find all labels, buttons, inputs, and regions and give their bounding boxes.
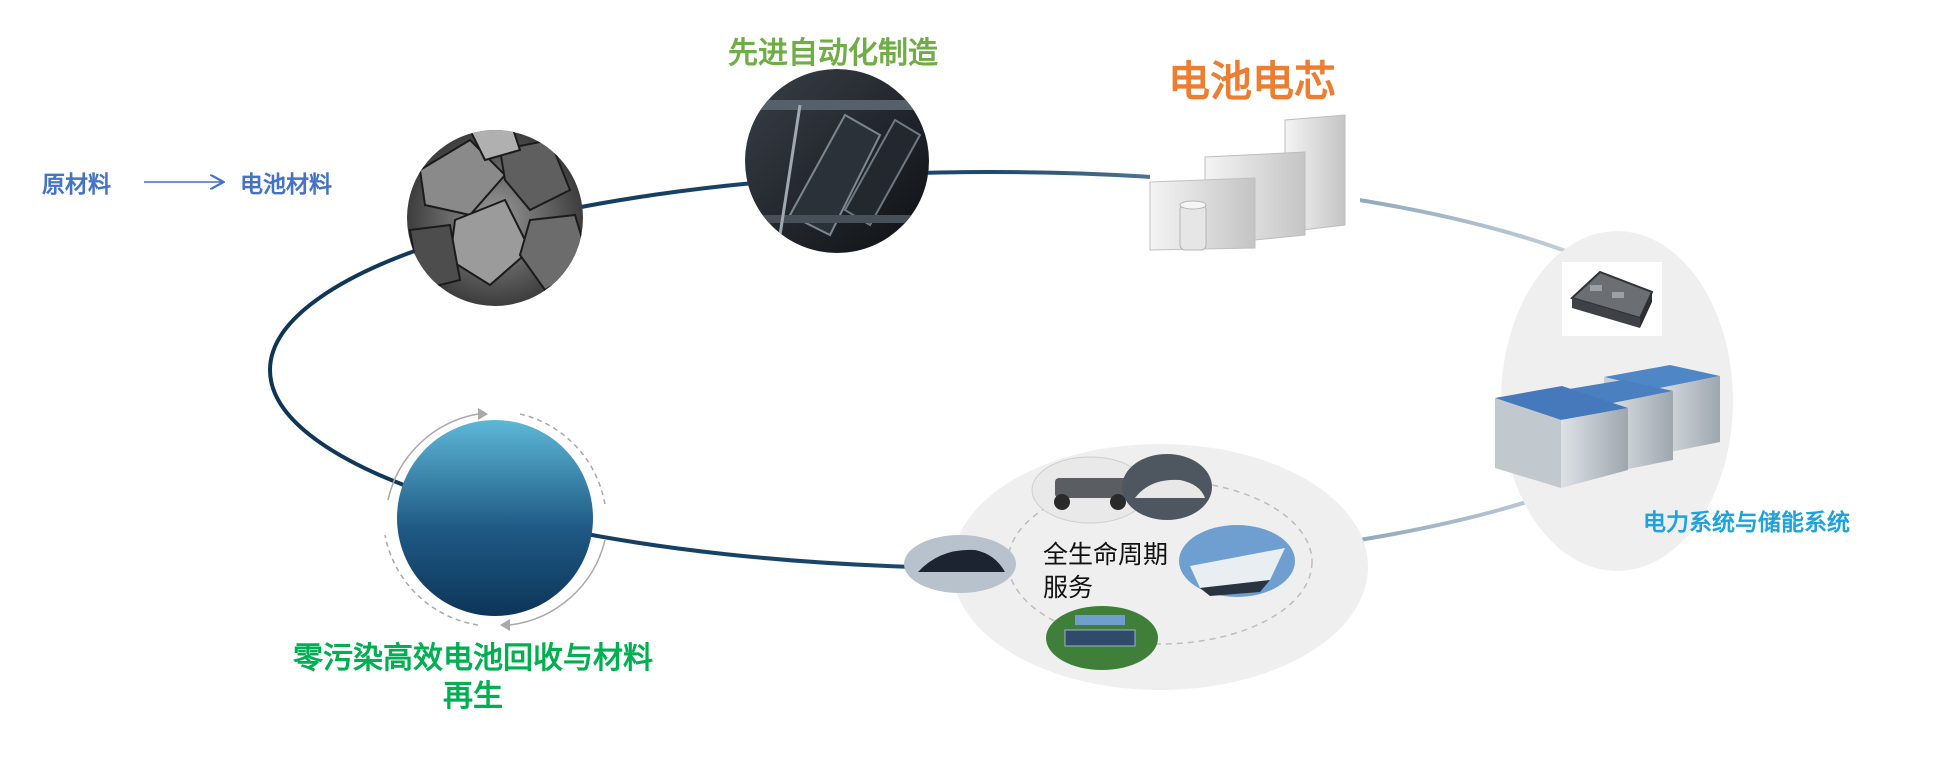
lifecycle-service-label: 全生命周期服务 xyxy=(1043,540,1169,602)
sem-particles-image xyxy=(407,130,583,306)
recycling-sphere xyxy=(384,408,606,631)
chassis-image xyxy=(1031,456,1149,524)
manufacturing-line-image xyxy=(745,69,929,253)
battery-cells-image xyxy=(1149,114,1360,255)
advanced-manufacturing-label: 先进自动化制造 xyxy=(728,36,938,71)
battery-pack-image xyxy=(1562,262,1662,336)
battery-cell-label: 电池电芯 xyxy=(1168,57,1337,106)
battery-material-label: 电池材料 xyxy=(240,172,332,198)
solar-farm-image xyxy=(1046,606,1158,670)
recycling-label: 零污染高效电池回收与材料再生 xyxy=(293,641,653,714)
sports-car-image xyxy=(904,535,1016,593)
car-image xyxy=(1122,454,1212,520)
raw-material-label: 原材料 xyxy=(42,172,111,198)
ship-image xyxy=(1179,525,1295,597)
power-storage-label: 电力系统与储能系统 xyxy=(1643,510,1850,536)
storage-containers-image xyxy=(1495,365,1720,488)
